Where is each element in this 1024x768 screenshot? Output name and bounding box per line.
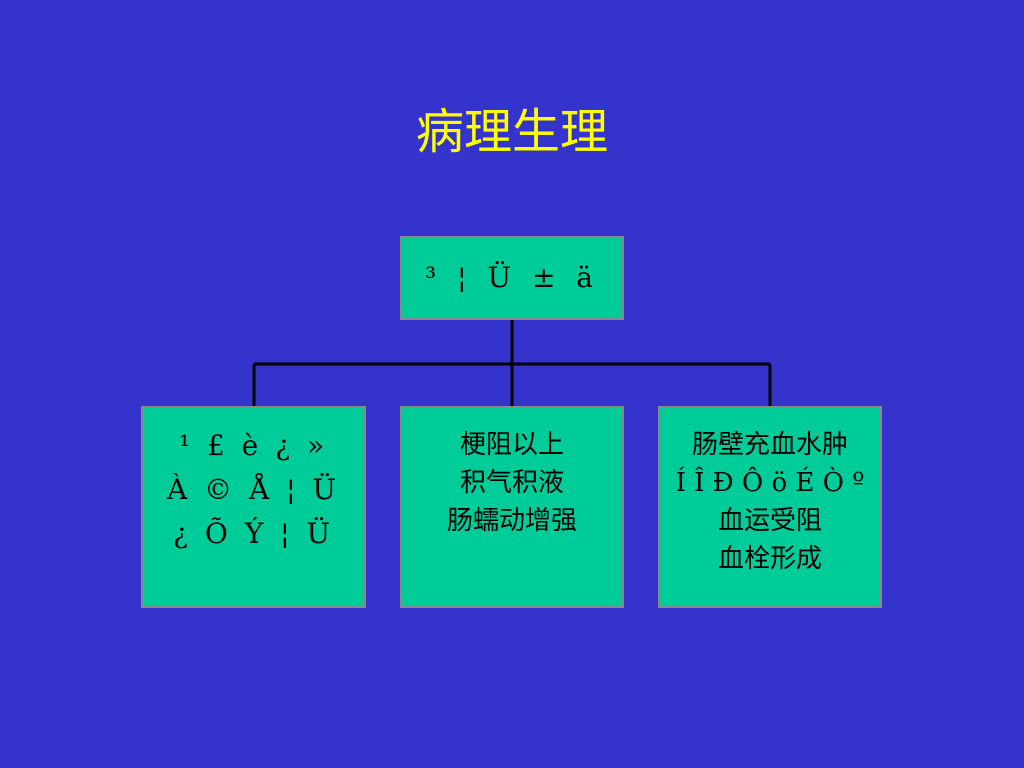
child-node-left-line-2: À © Å ¦ Ü bbox=[166, 473, 341, 506]
child-node-right-line-2: Í Î Ð Ô ö É Ò º bbox=[675, 468, 865, 498]
child-node-right: 肠壁充血水肿 Í Î Ð Ô ö É Ò º 血运受阻 血栓形成 bbox=[658, 406, 882, 608]
child-node-left-line-1: ¹ £ è ¿ » bbox=[178, 429, 329, 462]
child-node-right-line-4: 血栓形成 bbox=[717, 544, 822, 574]
root-node-label: ³ ¦ Ü ± ä bbox=[424, 261, 599, 294]
root-node: ³ ¦ Ü ± ä bbox=[400, 236, 624, 320]
child-node-right-line-3: 血运受阻 bbox=[717, 506, 822, 536]
child-node-middle-line-1: 梗阻以上 bbox=[459, 430, 564, 460]
child-node-middle-line-3: 肠蠕动增强 bbox=[446, 506, 577, 536]
child-node-middle-line-2: 积气积液 bbox=[459, 468, 564, 498]
child-node-right-line-1: 肠壁充血水肿 bbox=[691, 430, 848, 460]
child-node-left-line-3: ¿ Õ Ý ¦ Ü bbox=[172, 517, 335, 550]
slide-title: 病理生理 bbox=[415, 104, 608, 160]
child-node-left: ¹ £ è ¿ » À © Å ¦ Ü ¿ Õ Ý ¦ Ü bbox=[141, 406, 366, 608]
child-node-middle: 梗阻以上 积气积液 肠蠕动增强 bbox=[400, 406, 624, 608]
